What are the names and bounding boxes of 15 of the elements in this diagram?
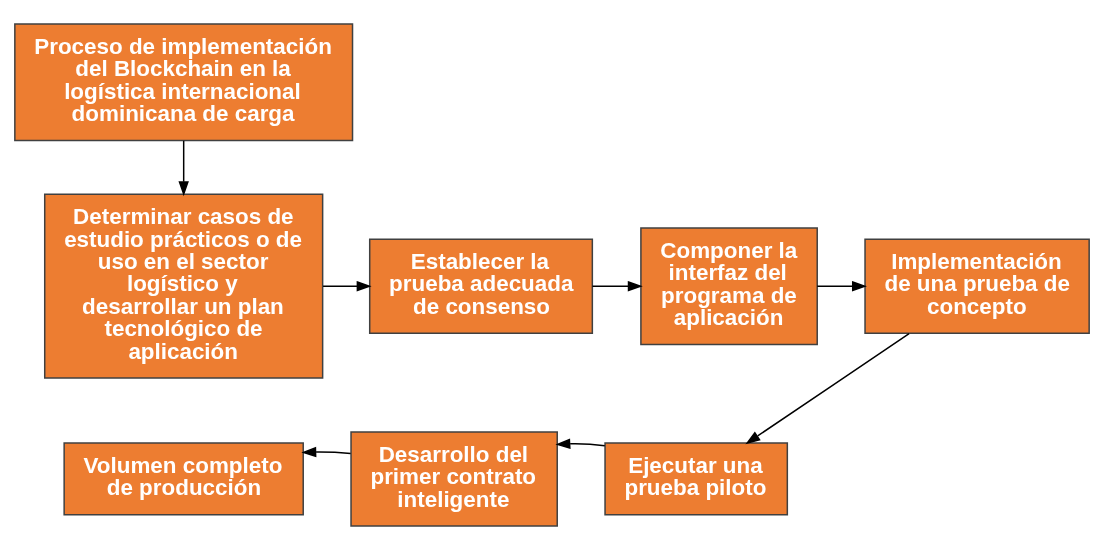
node-box: Desarrollo del primer contrato inteligente <box>350 431 558 527</box>
node-box: Volumen completo de producción <box>63 442 304 516</box>
arrow <box>745 332 910 445</box>
arrow <box>322 280 372 292</box>
node-box: Componer la interfaz del programa de aplicación <box>640 227 818 346</box>
arrow <box>178 140 189 197</box>
node-box: Determinar casos de estudio prácticos o de uso en el sector logístico y desarrollar un plan tecnológico de aplicación <box>43 193 324 379</box>
node-box: Implementación de una prueba de concepto <box>864 238 1090 334</box>
arrow <box>816 280 867 292</box>
arrow <box>301 446 352 458</box>
arrow <box>591 280 643 292</box>
node-box: Establecer la prueba adecuada de consenso <box>368 238 594 334</box>
node-box: Ejecutar una prueba piloto <box>604 442 789 516</box>
node-box: Proceso de implementación del Blockchain en la logística internacional dominicana de carga <box>14 23 354 142</box>
arrow <box>555 438 606 449</box>
